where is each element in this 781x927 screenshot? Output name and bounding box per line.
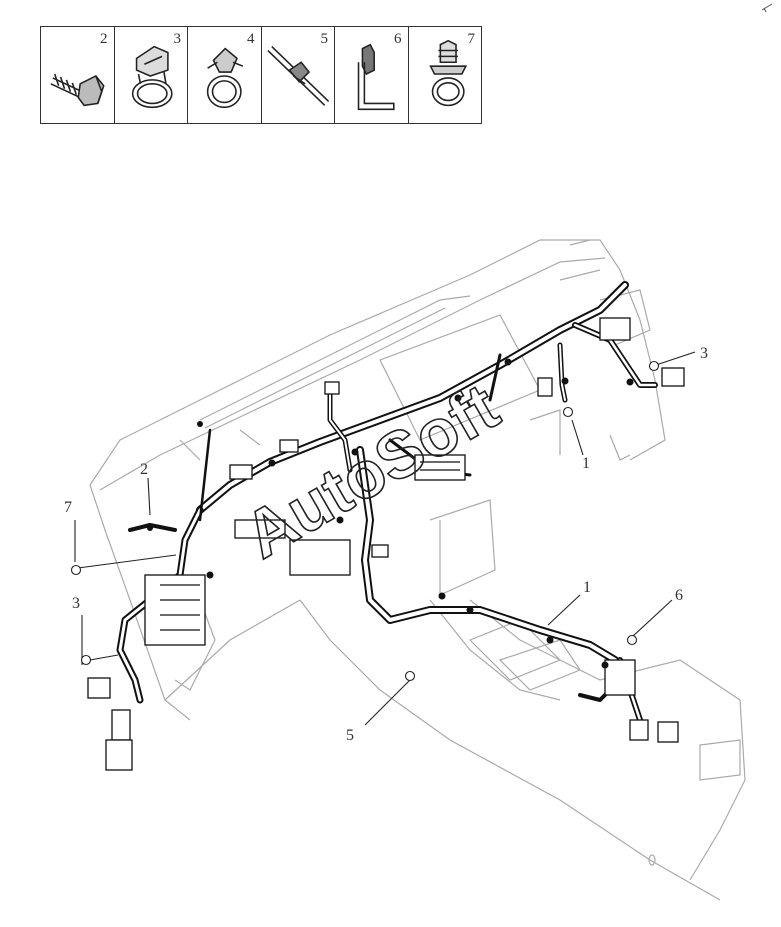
callout-1-lower: 1 [583, 579, 591, 596]
legend-number: 4 [247, 31, 255, 47]
legend-number: 5 [320, 31, 329, 47]
callout-3-right: 3 [700, 345, 708, 362]
callout-5: 5 [346, 727, 354, 744]
bolt-icon [50, 73, 105, 107]
legend-cell-5: 5 [262, 27, 335, 123]
callout-1-upper: 1 [582, 455, 590, 472]
parts-legend: 2 3 4 [40, 26, 482, 124]
callout-3-left: 3 [72, 595, 80, 612]
legend-cell-4: 4 [188, 27, 262, 123]
clip-points [147, 358, 634, 669]
legend-cell-7: 7 [409, 27, 482, 123]
push-pin-clip-icon [428, 39, 467, 107]
legend-number: 3 [173, 31, 182, 47]
callout-2: 2 [140, 461, 148, 478]
legend-number: 2 [100, 31, 108, 47]
callout-7: 7 [64, 499, 72, 516]
bracket-clip-icon [357, 43, 395, 111]
dashboard-outline [89, 239, 746, 901]
legend-cell-2: 2 [41, 27, 115, 123]
callout-6: 6 [675, 587, 683, 604]
cable-tie-icon [266, 46, 329, 106]
legend-number: 6 [394, 31, 402, 47]
harness-connectors [87, 317, 685, 771]
corner-mark [761, 3, 773, 13]
legend-cell-6: 6 [335, 27, 409, 123]
hose-clamp-clip-icon [131, 45, 173, 109]
legend-number: 7 [467, 31, 476, 47]
callout-leaders [70, 351, 696, 726]
legend-cell-3: 3 [115, 27, 188, 123]
wire-clamp-icon [206, 47, 244, 109]
